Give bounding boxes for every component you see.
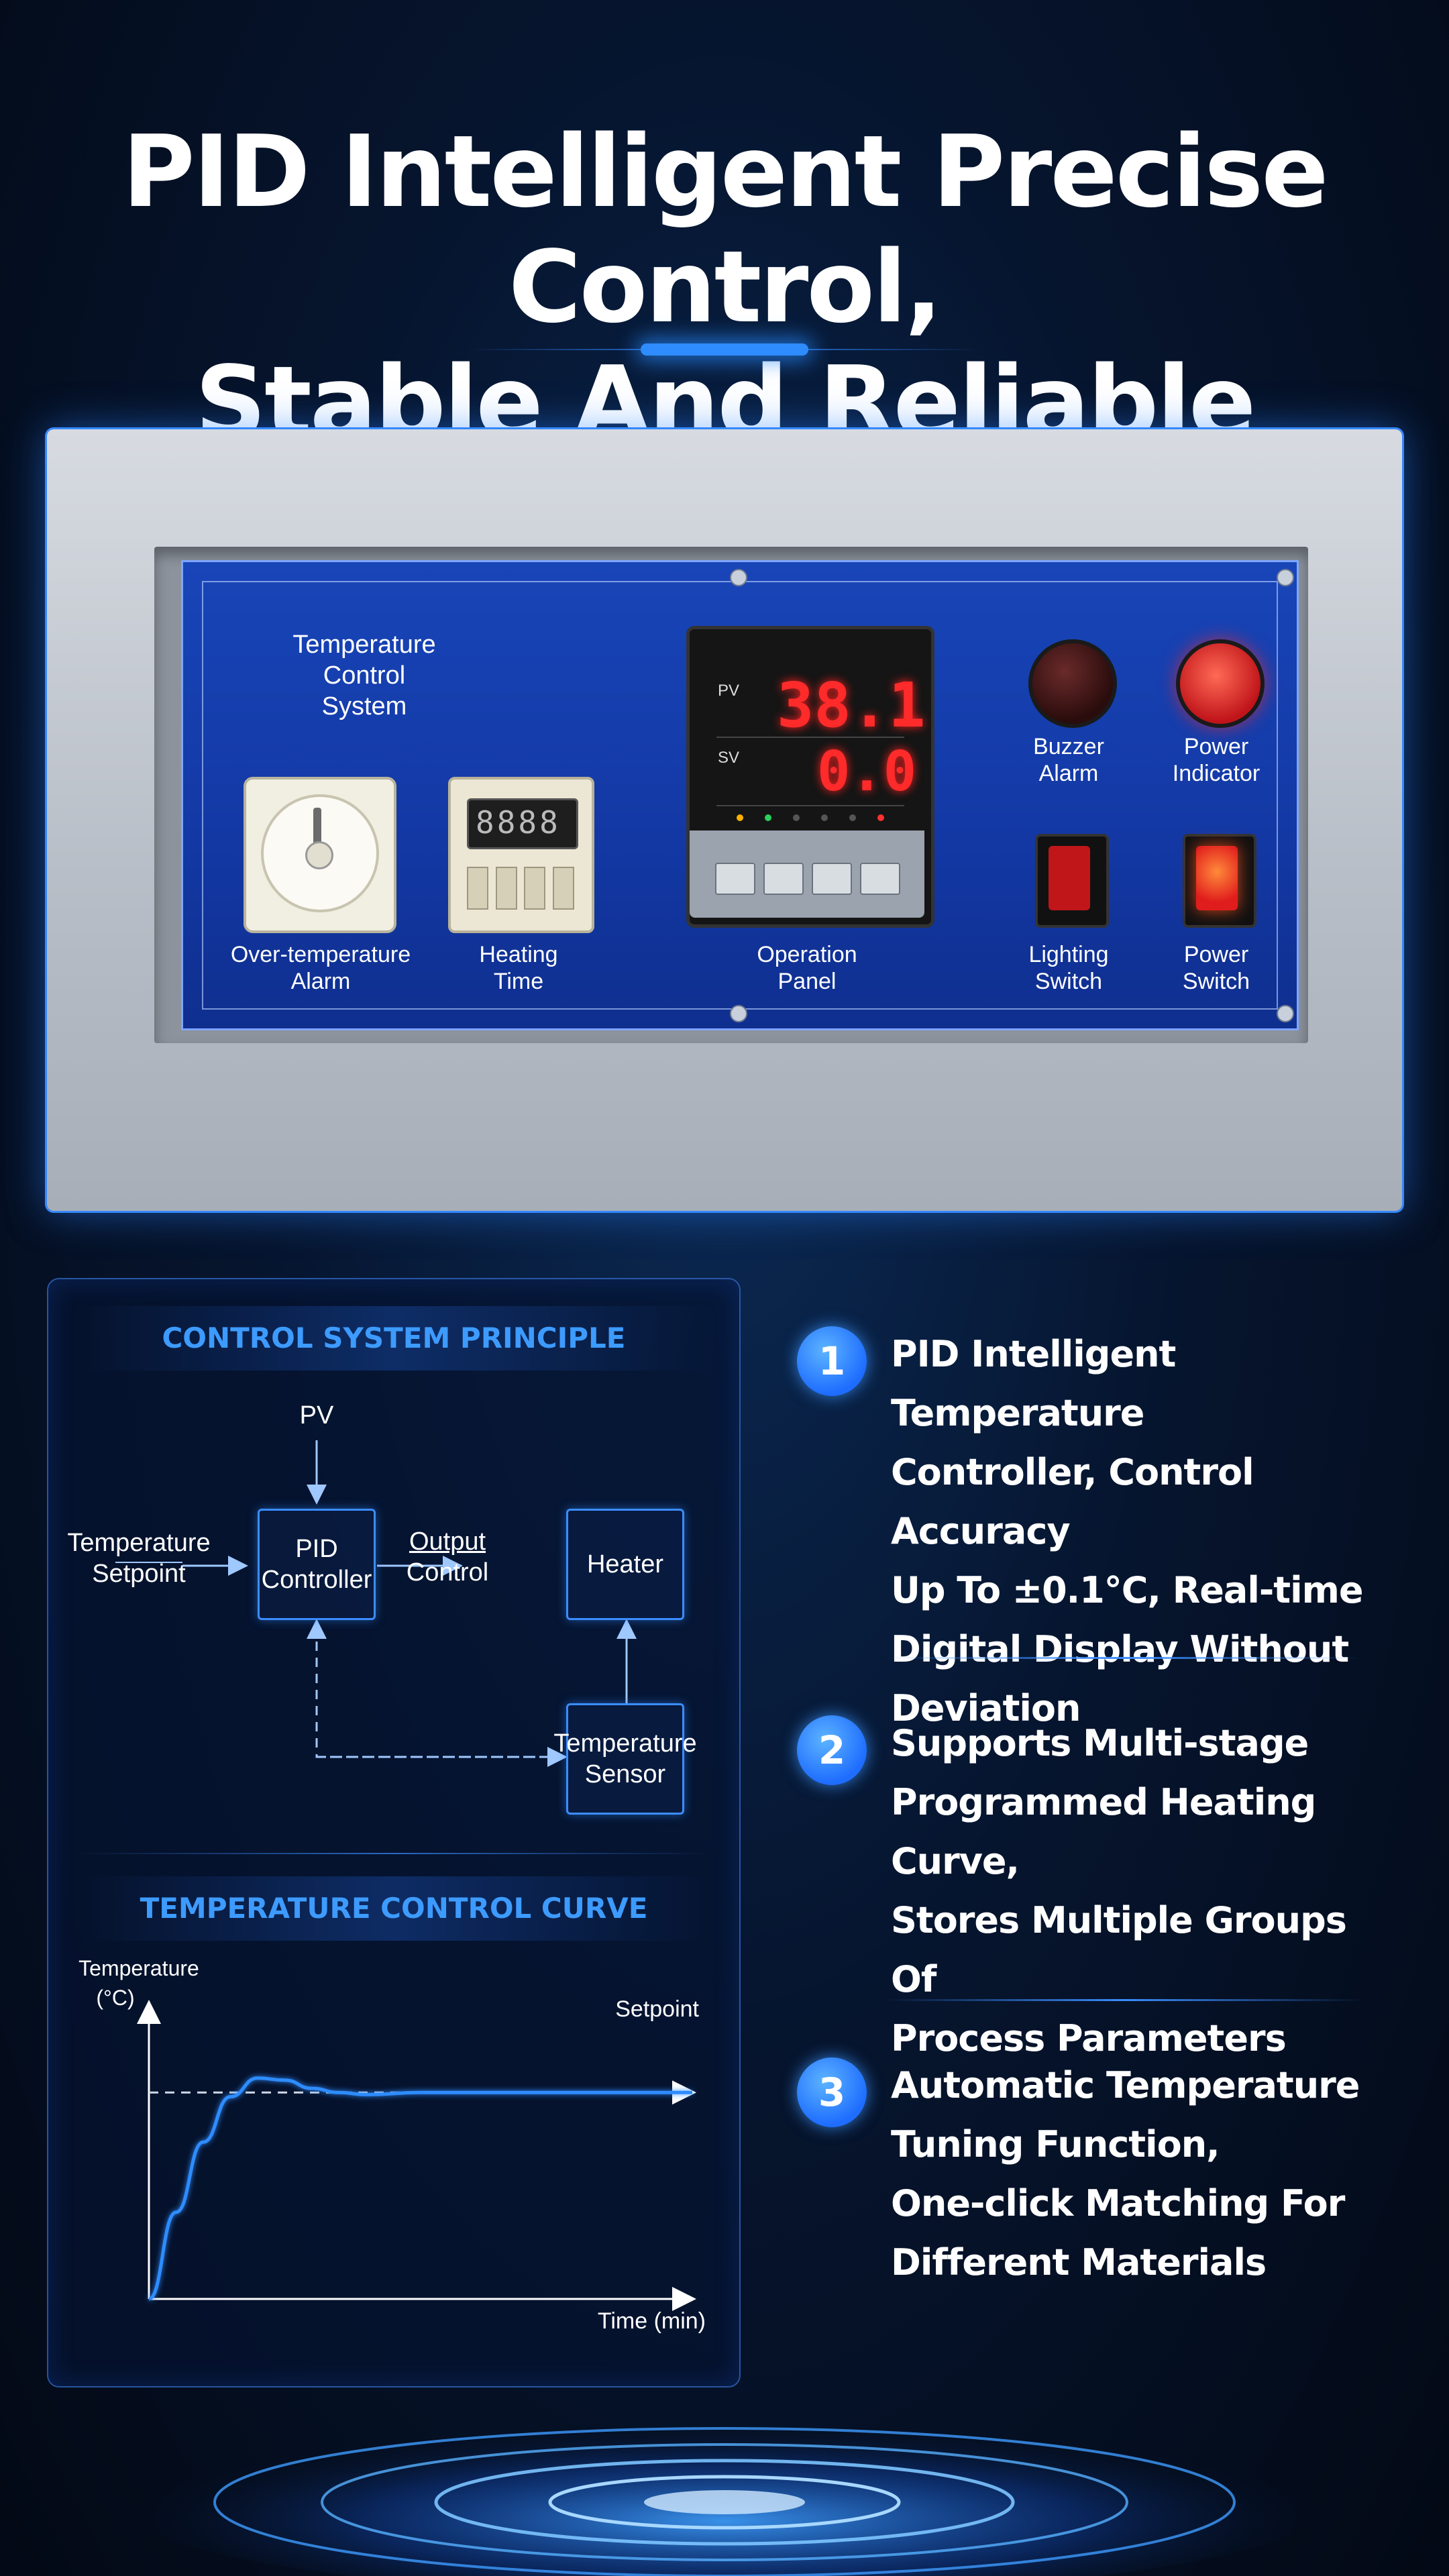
- feature-divider: [885, 1999, 1362, 2001]
- setpoint-label: Setpoint: [615, 1996, 699, 2022]
- over-temperature-alarm-dial[interactable]: [244, 777, 396, 933]
- temperature-control-curve-title: TEMPERATURE CONTROL CURVE: [82, 1876, 706, 1941]
- sv-value: 0.0: [817, 740, 917, 804]
- title-underline: [470, 342, 979, 357]
- screw-icon: [730, 569, 747, 586]
- pid-controller-display: PV SV 38.1 0.0: [686, 626, 934, 928]
- curve-ylabel: Temperature(°C): [78, 1956, 199, 2010]
- feature-number-badge: 1: [797, 1326, 867, 1396]
- up-key-button[interactable]: [715, 863, 755, 895]
- screw-icon: [730, 1005, 747, 1022]
- pv-label: PV: [718, 682, 740, 700]
- feature-number-badge: 2: [797, 1715, 867, 1785]
- lighting-switch[interactable]: [1035, 834, 1109, 928]
- title-line-1: PID Intelligent Precise Control,: [122, 114, 1328, 345]
- section-divider: [75, 1853, 712, 1854]
- dial-icon: [261, 794, 379, 912]
- curve-xlabel: Time (min): [597, 2308, 706, 2334]
- heating-time-counter[interactable]: 8888: [448, 777, 594, 933]
- power-switch[interactable]: [1183, 834, 1256, 928]
- temperature-curve-chart: [137, 2000, 696, 2311]
- power-indicator-lamp-icon: [1176, 639, 1265, 728]
- shift-key-button[interactable]: [763, 863, 804, 895]
- screw-icon: [1277, 569, 1294, 586]
- series-line: [148, 2076, 692, 2301]
- increase-key-button[interactable]: [812, 863, 852, 895]
- glowing-platform-decoration: [121, 2408, 1328, 2576]
- pv-value: 38.1: [777, 669, 926, 741]
- set-key-button[interactable]: [860, 863, 900, 895]
- screw-icon: [1277, 1005, 1294, 1022]
- feature-number-badge: 3: [797, 2057, 867, 2127]
- principle-diagram-arrows: [115, 1440, 637, 1767]
- heater-block: Heater: [566, 1509, 684, 1620]
- feature-divider: [885, 1657, 1362, 1659]
- buzzer-alarm-icon: [1028, 639, 1117, 728]
- control-system-principle-title: CONTROL SYSTEM PRINCIPLE: [82, 1306, 706, 1371]
- pv-label: PV: [299, 1401, 334, 1430]
- sv-label: SV: [718, 749, 740, 767]
